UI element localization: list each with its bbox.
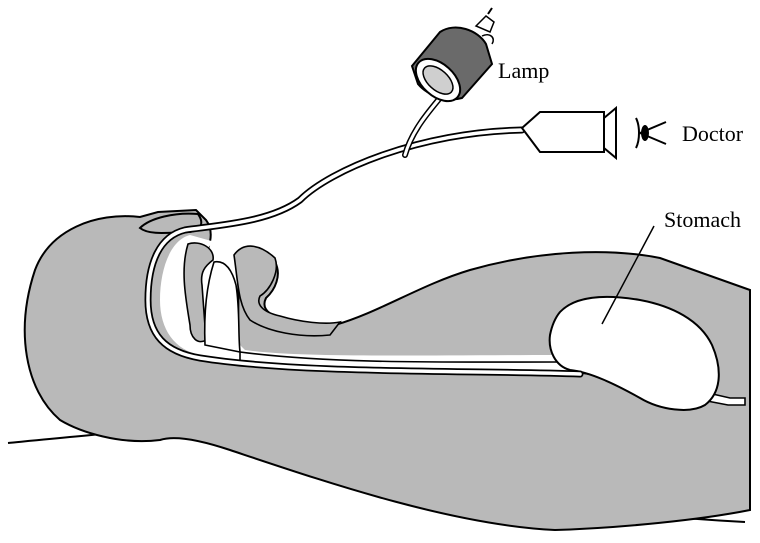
lamp-label: Lamp	[498, 58, 549, 83]
lamp-icon	[408, 8, 494, 109]
stomach-label: Stomach	[664, 207, 741, 232]
pharynx-gap	[205, 262, 240, 352]
eye-icon	[636, 118, 666, 148]
doctor-label: Doctor	[682, 121, 744, 146]
eyepiece-unit	[522, 108, 616, 158]
